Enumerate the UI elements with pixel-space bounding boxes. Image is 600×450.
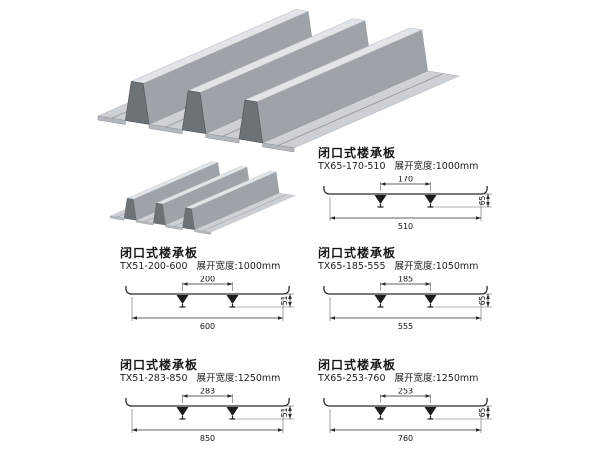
model-number: TX65-253-760: [318, 373, 386, 384]
section-meta: TX51-283-850 展开宽度:1250mm: [120, 372, 302, 385]
unfold-width: 展开宽度:1250mm: [196, 373, 281, 384]
section-meta: TX65-170-510 展开宽度:1000mm: [318, 160, 500, 173]
section-title: 闭口式楼承板: [120, 246, 199, 260]
svg-text:600: 600: [200, 322, 215, 331]
section-title: 闭口式楼承板: [318, 146, 397, 160]
svg-text:185: 185: [398, 276, 413, 284]
profile-diagram: 200 51 600: [125, 276, 294, 331]
model-number: TX51-200-600: [120, 261, 188, 272]
profile-diagram: 185 65 555: [323, 276, 492, 331]
svg-text:510: 510: [398, 222, 413, 231]
spec-section-tx51-283-850: 闭口式楼承板 TX51-283-850 展开宽度:1250mm 283 51 850: [120, 358, 302, 444]
svg-text:253: 253: [398, 388, 413, 396]
profile-diagram: 170 65 510: [323, 176, 492, 231]
svg-text:51: 51: [280, 408, 289, 418]
svg-text:65: 65: [478, 296, 487, 306]
svg-text:51: 51: [280, 296, 289, 306]
unfold-width: 展开宽度:1050mm: [394, 261, 479, 272]
section-title: 闭口式楼承板: [318, 358, 397, 372]
svg-text:283: 283: [200, 388, 215, 396]
section-meta: TX65-185-555 展开宽度:1050mm: [318, 260, 500, 273]
model-number: TX51-283-850: [120, 373, 188, 384]
svg-text:65: 65: [478, 196, 487, 206]
section-title: 闭口式楼承板: [318, 246, 397, 260]
spec-section-tx65-185-555: 闭口式楼承板 TX65-185-555 展开宽度:1050mm 185 65 555: [318, 246, 500, 332]
unfold-width: 展开宽度:1000mm: [394, 161, 479, 172]
section-meta: TX51-200-600 展开宽度:1000mm: [120, 260, 302, 273]
svg-text:760: 760: [398, 434, 413, 443]
svg-text:65: 65: [478, 408, 487, 418]
section-meta: TX65-253-760 展开宽度:1250mm: [318, 372, 500, 385]
spec-section-tx51-200-600: 闭口式楼承板 TX51-200-600 展开宽度:1000mm 200 51 600: [120, 246, 302, 332]
profile-diagram: 253 65 760: [323, 388, 492, 443]
steel-deck-3d-small: [109, 161, 296, 235]
unfold-width: 展开宽度:1250mm: [394, 373, 479, 384]
steel-deck-3d-large: [97, 8, 460, 152]
model-number: TX65-170-510: [318, 161, 386, 172]
profile-diagram: 283 51 850: [125, 388, 294, 443]
section-title: 闭口式楼承板: [120, 358, 199, 372]
svg-text:850: 850: [200, 434, 215, 443]
model-number: TX65-185-555: [318, 261, 386, 272]
svg-text:170: 170: [398, 176, 413, 184]
svg-text:555: 555: [398, 322, 413, 331]
unfold-width: 展开宽度:1000mm: [196, 261, 281, 272]
spec-section-tx65-253-760: 闭口式楼承板 TX65-253-760 展开宽度:1250mm 253 65 760: [318, 358, 500, 444]
svg-text:200: 200: [200, 276, 215, 284]
spec-section-tx65-170-510: 闭口式楼承板 TX65-170-510 展开宽度:1000mm 170 65 510: [318, 146, 500, 232]
